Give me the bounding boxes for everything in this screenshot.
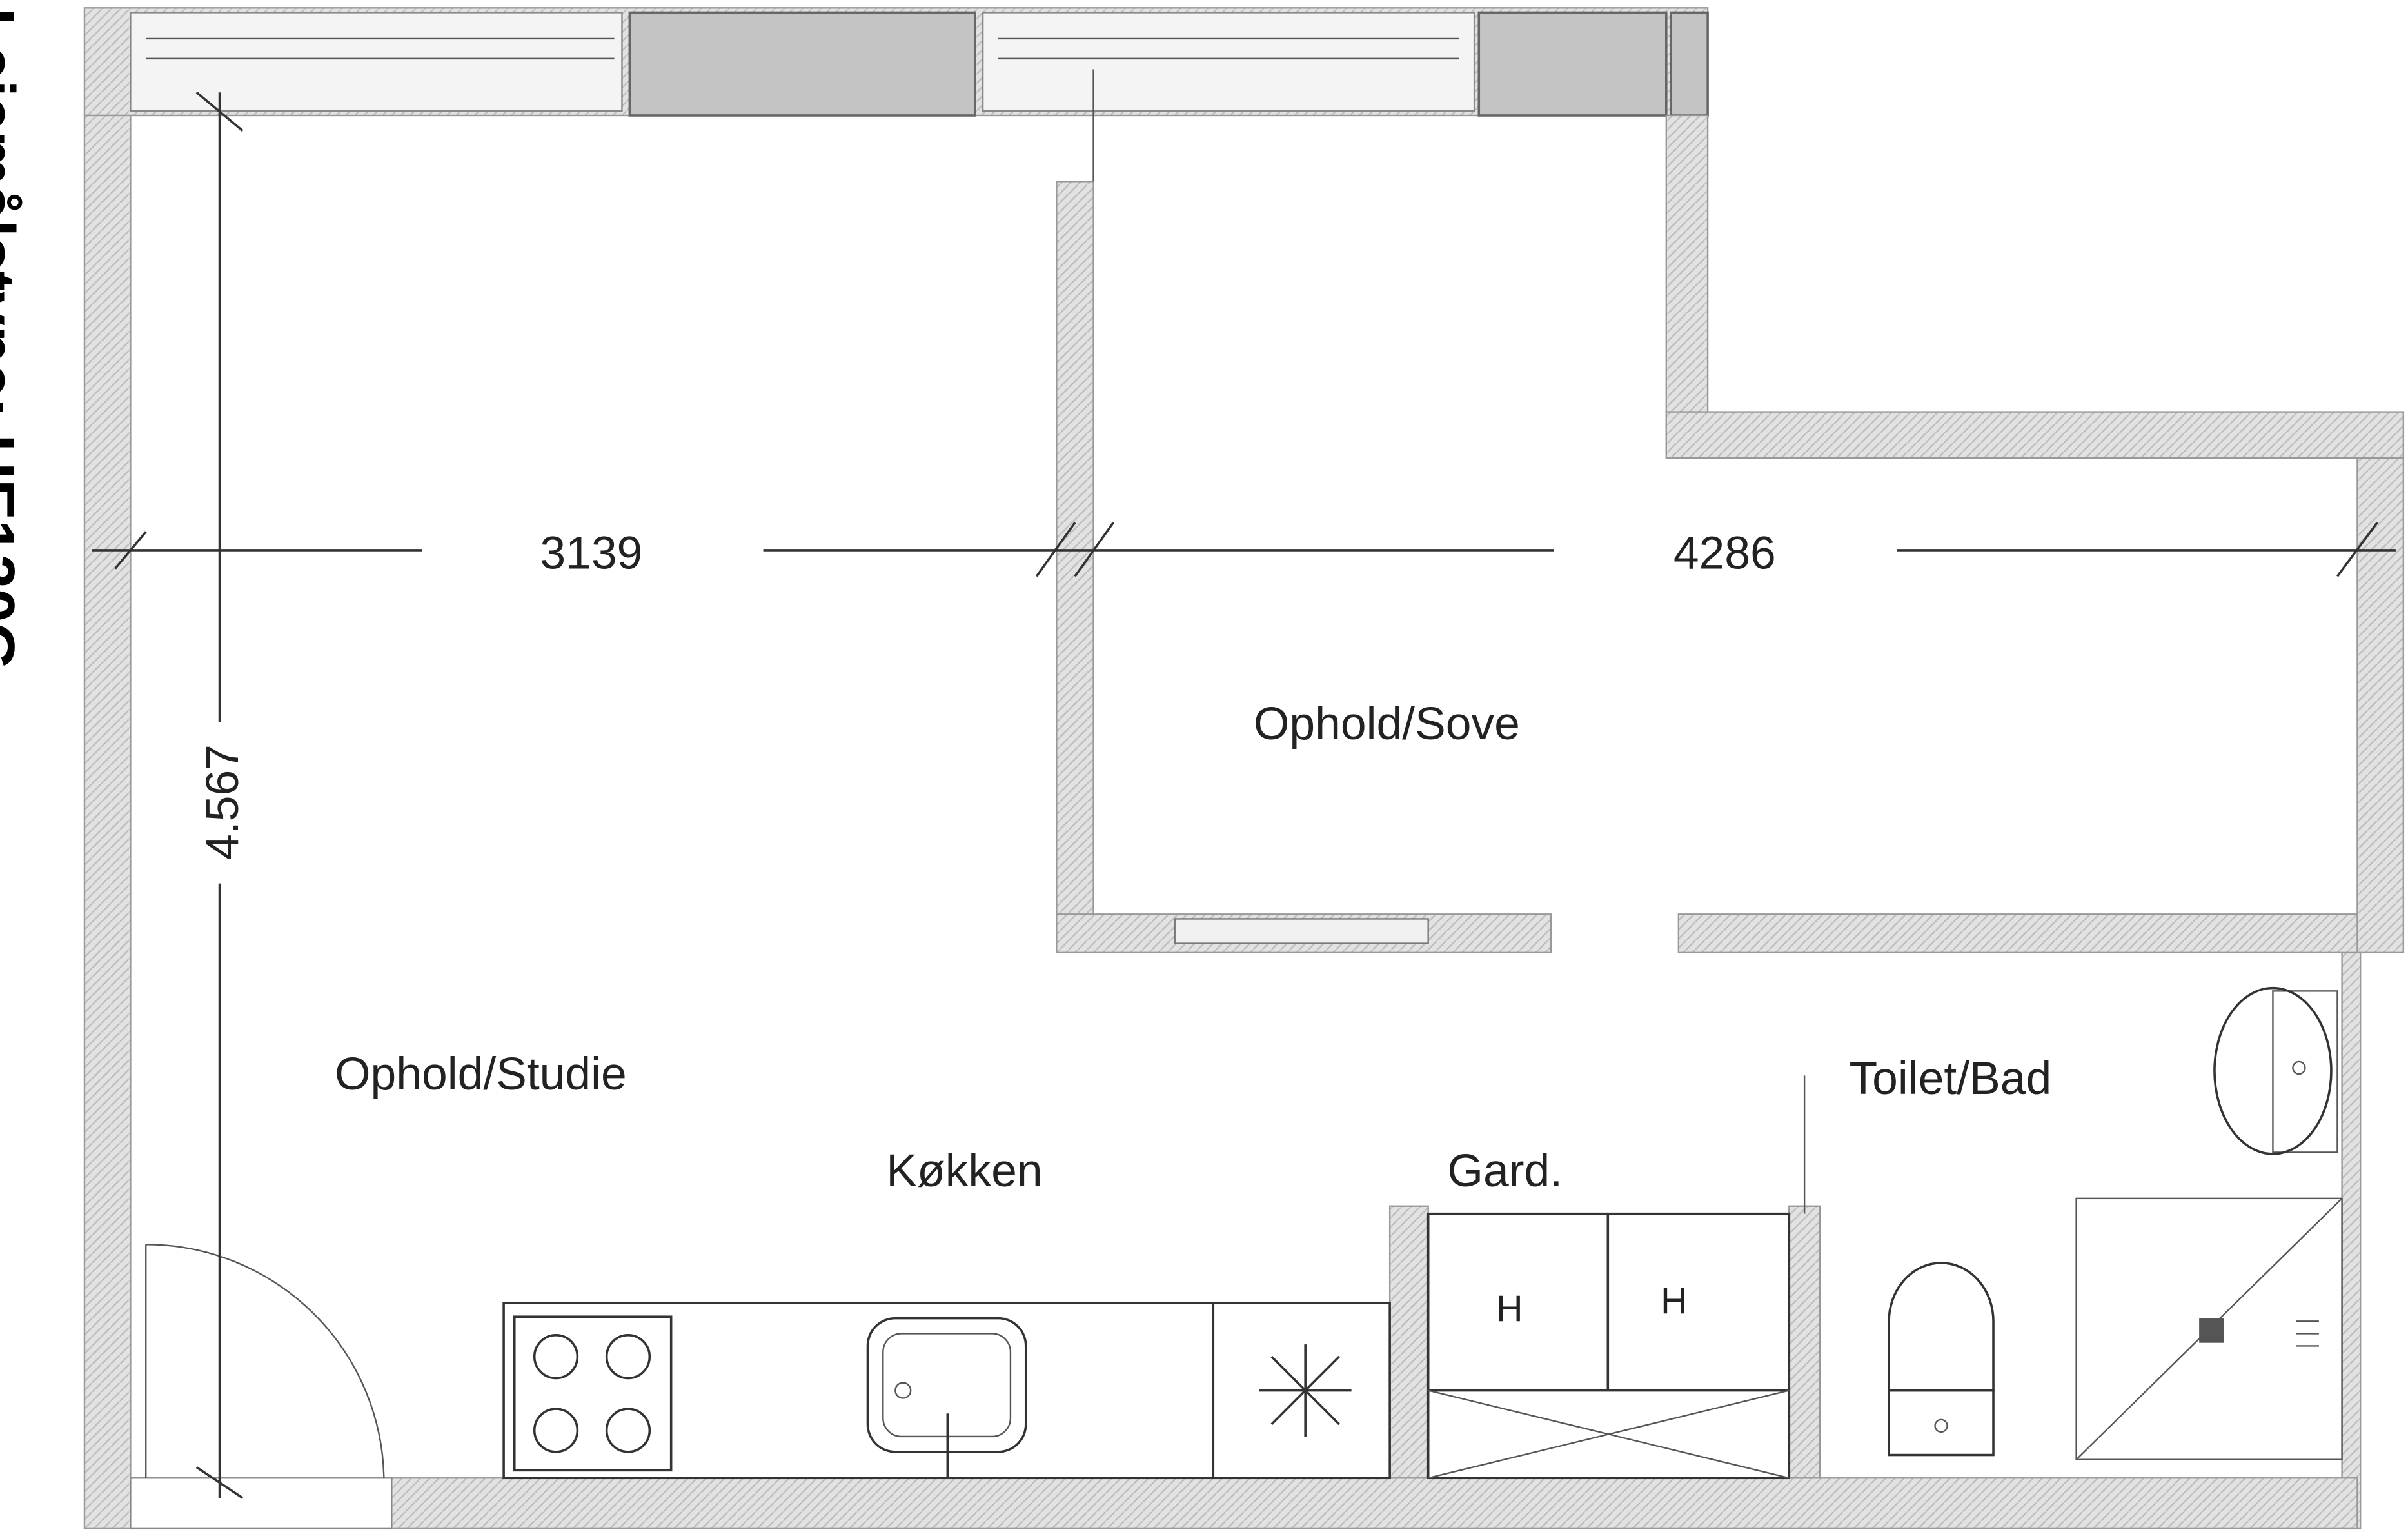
entrance-door — [145, 1244, 385, 1478]
window — [982, 12, 1475, 112]
washbasin-icon — [2213, 986, 2338, 1155]
sliding-door — [1174, 918, 1429, 944]
room-label-ophold-sove: Ophold/Sove — [1254, 698, 1520, 750]
dimension-width-right: 4286 — [1673, 527, 1776, 579]
room-label-gard: Gard. — [1447, 1145, 1563, 1197]
dimension-height: 4.567 — [197, 744, 248, 860]
walls — [83, 7, 2405, 1530]
dimension-width-left: 3139 — [540, 527, 642, 579]
bathroom-fixtures — [1888, 986, 2343, 1460]
dimension-lines — [92, 91, 2396, 1499]
stove-icon — [513, 1315, 673, 1472]
svg-text:Lejemålstype: UE120G: Lejemålstype: UE120G — [0, 8, 26, 670]
room-label-kokken: Køkken — [886, 1145, 1042, 1197]
toilet-icon — [1888, 1262, 1995, 1457]
wardrobe: H H — [1426, 1212, 1791, 1480]
window — [130, 12, 623, 112]
room-label-ophold-studie: Ophold/Studie — [335, 1048, 627, 1100]
title-label: Lejemålstype: UE120G — [0, 8, 26, 670]
kitchen-counter — [502, 1302, 1391, 1480]
svg-text:H: H — [1661, 1280, 1687, 1322]
fridge-icon — [1259, 1344, 1352, 1437]
svg-text:H: H — [1496, 1288, 1523, 1329]
room-label-toilet-bad: Toilet/Bad — [1849, 1053, 2051, 1104]
shower-icon — [2075, 1197, 2343, 1460]
